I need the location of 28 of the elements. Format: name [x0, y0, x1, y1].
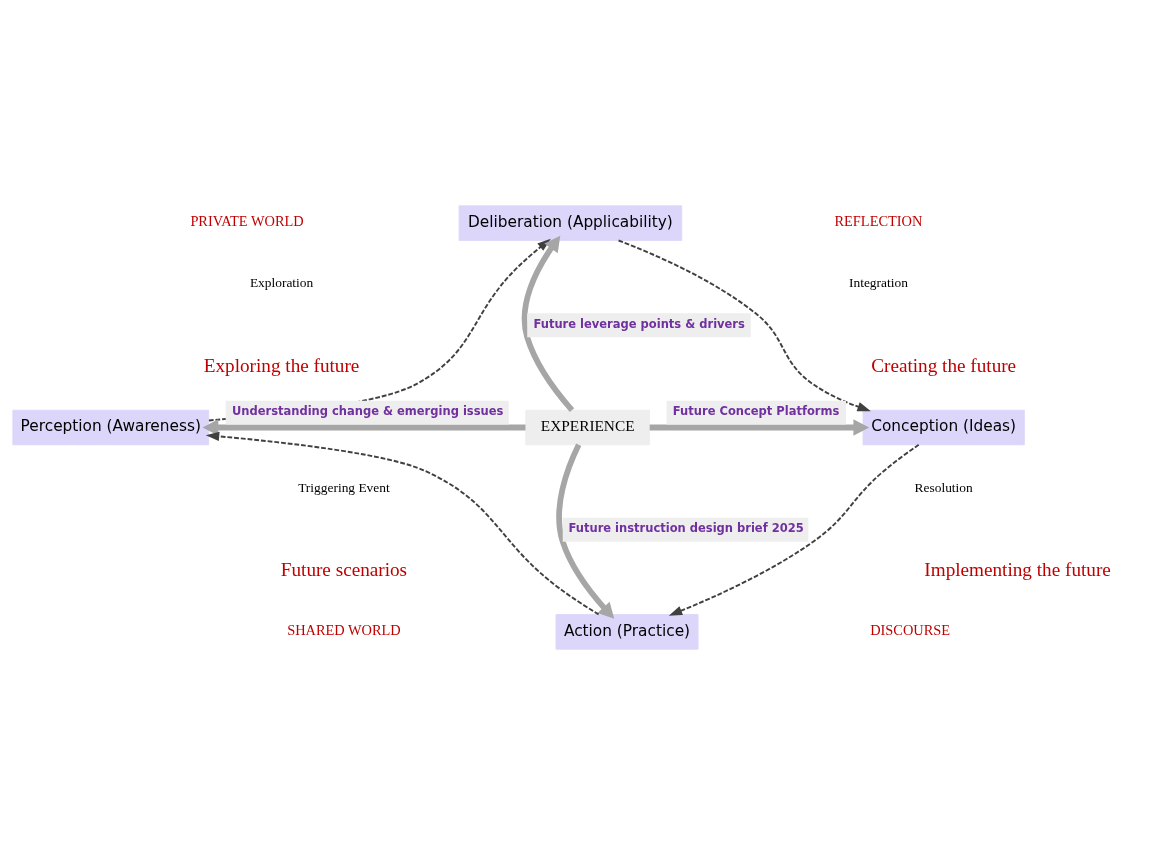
edge-label: Future Concept Platforms	[672, 404, 840, 419]
edge-label: Future instruction design brief 2025	[568, 521, 804, 536]
label: Creating the future	[871, 354, 1017, 376]
label: Future scenarios	[280, 559, 408, 581]
label: Triggering Event	[298, 479, 390, 495]
arrow	[617, 239, 871, 412]
arrow	[668, 443, 920, 616]
label: DISCOURSE	[870, 622, 951, 639]
label: REFLECTION	[834, 213, 923, 230]
label: Integration	[848, 275, 908, 291]
edge-label: Future leverage points & drivers	[533, 316, 745, 331]
arrow	[556, 443, 615, 619]
label: Exploring the future	[203, 354, 360, 376]
arrow	[205, 431, 600, 616]
label: Implementing the future	[924, 559, 1111, 581]
arrow	[521, 235, 575, 412]
edge-label: Understanding change & emerging issues	[231, 404, 504, 419]
node-box: Action (Practice)	[555, 614, 699, 650]
label: Exploration	[249, 275, 314, 291]
node-box: EXPERIENCE	[525, 409, 651, 446]
label: Resolution	[914, 479, 973, 495]
arrow	[202, 419, 526, 436]
node-box: Deliberation (Applicability)	[458, 205, 683, 241]
node-box: Conception (Ideas)	[862, 409, 1025, 446]
label: SHARED WORLD	[287, 622, 401, 639]
node-box: Perception (Awareness)	[12, 409, 210, 446]
label: PRIVATE WORLD	[190, 213, 304, 230]
arrow	[649, 419, 870, 436]
